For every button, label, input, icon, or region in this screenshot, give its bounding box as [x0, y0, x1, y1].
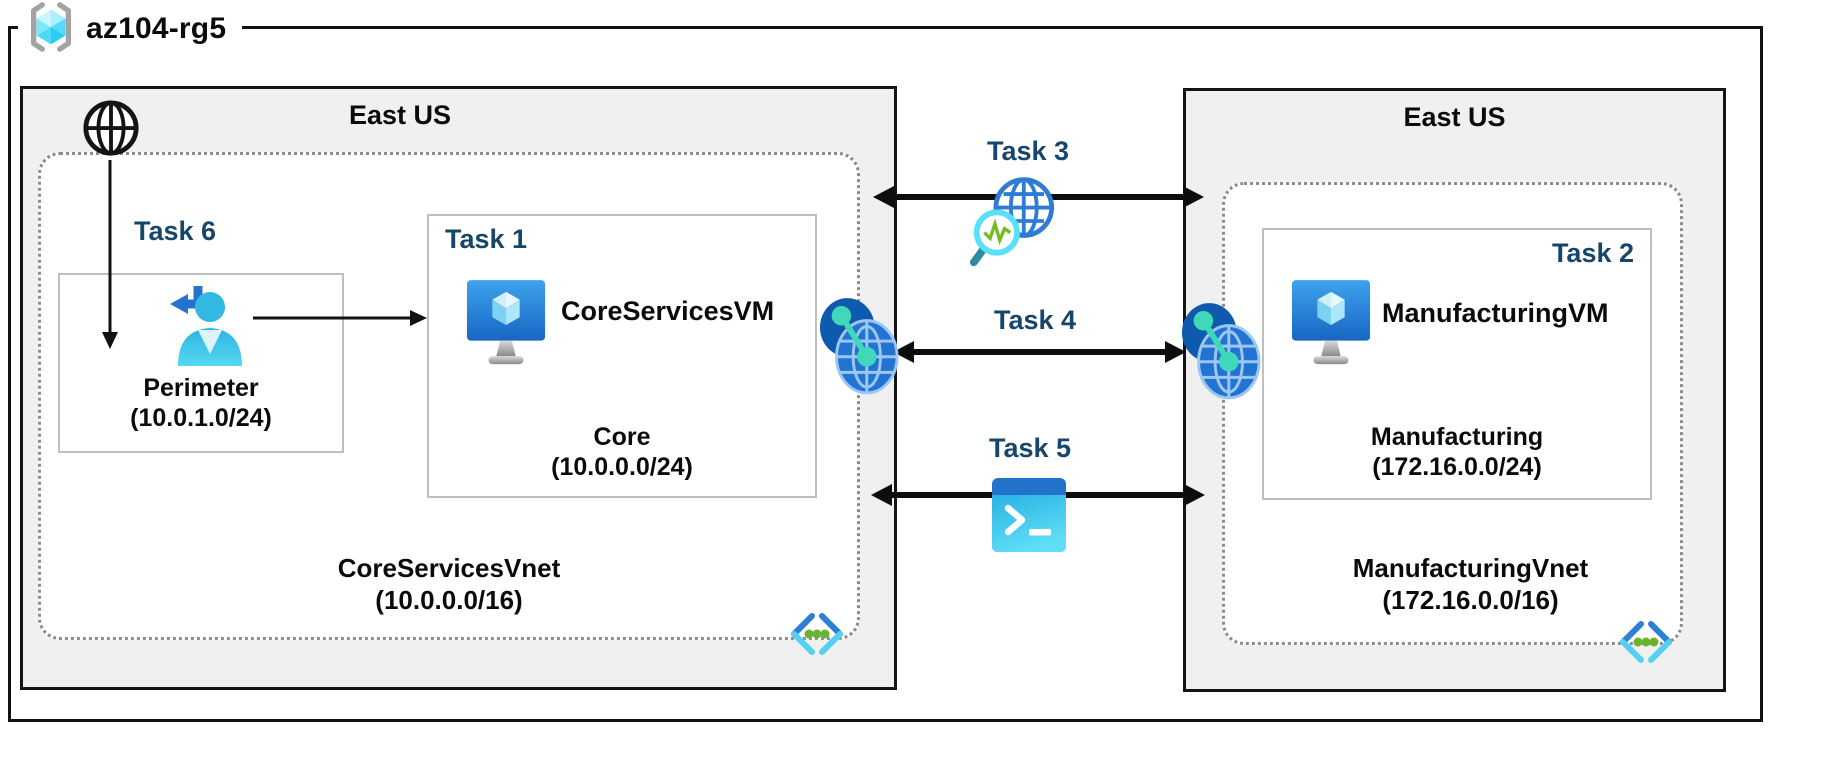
- coreservices-vnet-name: CoreServicesVnet: [337, 553, 561, 583]
- manufacturing-subnet-cidr: (172.16.0.0/24): [1372, 453, 1542, 481]
- code-brackets-icon: [788, 610, 846, 663]
- region-title-left: East US: [348, 100, 452, 130]
- manufacturing-vnet-name: ManufacturingVnet: [1352, 553, 1589, 583]
- vnet-peering-icon: [1180, 298, 1262, 409]
- manufacturing-vm-name: ManufacturingVM: [1382, 298, 1609, 328]
- user-sign-in-icon: [148, 279, 252, 378]
- task3-label: Task 3: [986, 136, 1070, 166]
- internet-globe-icon: [82, 99, 140, 164]
- vnet-peering-icon: [818, 293, 900, 404]
- resource-group-name: az104-rg5: [86, 12, 227, 45]
- manufacturing-subnet-name: Manufacturing: [1370, 423, 1544, 451]
- core-subnet-name: Core: [593, 423, 651, 451]
- task6-label: Task 6: [133, 216, 217, 246]
- task4-label: Task 4: [993, 305, 1077, 335]
- task1-label: Task 1: [445, 224, 528, 254]
- code-brackets-icon: [1617, 618, 1675, 671]
- core-subnet-cidr: (10.0.0.0/24): [551, 453, 693, 481]
- virtual-machine-icon: [1290, 278, 1372, 379]
- network-watcher-icon: [968, 168, 1068, 279]
- perimeter-subnet-cidr: (10.0.1.0/24): [130, 404, 272, 432]
- virtual-machine-icon: [465, 278, 547, 379]
- coreservices-vm-name: CoreServicesVM: [561, 296, 775, 326]
- perimeter-subnet-box: Perimeter (10.0.1.0/24): [58, 273, 344, 453]
- resource-group-icon: [24, 0, 78, 59]
- perimeter-subnet-name: Perimeter: [143, 374, 259, 402]
- resource-group-label: az104-rg5: [18, 0, 243, 59]
- task1-vm-box: Task 1 CoreServicesVM: [427, 214, 817, 498]
- manufacturing-vnet-cidr: (172.16.0.0/16): [1382, 585, 1559, 615]
- region-title-right: East US: [1403, 102, 1506, 132]
- coreservices-vnet-cidr: (10.0.0.0/16): [375, 585, 523, 615]
- task2-vm-box: Task 2 ManufacturingVM Manufacturing (17…: [1262, 228, 1652, 500]
- cloud-shell-icon: [992, 478, 1066, 557]
- task5-label: Task 5: [988, 433, 1072, 463]
- task2-label: Task 2: [1551, 238, 1634, 268]
